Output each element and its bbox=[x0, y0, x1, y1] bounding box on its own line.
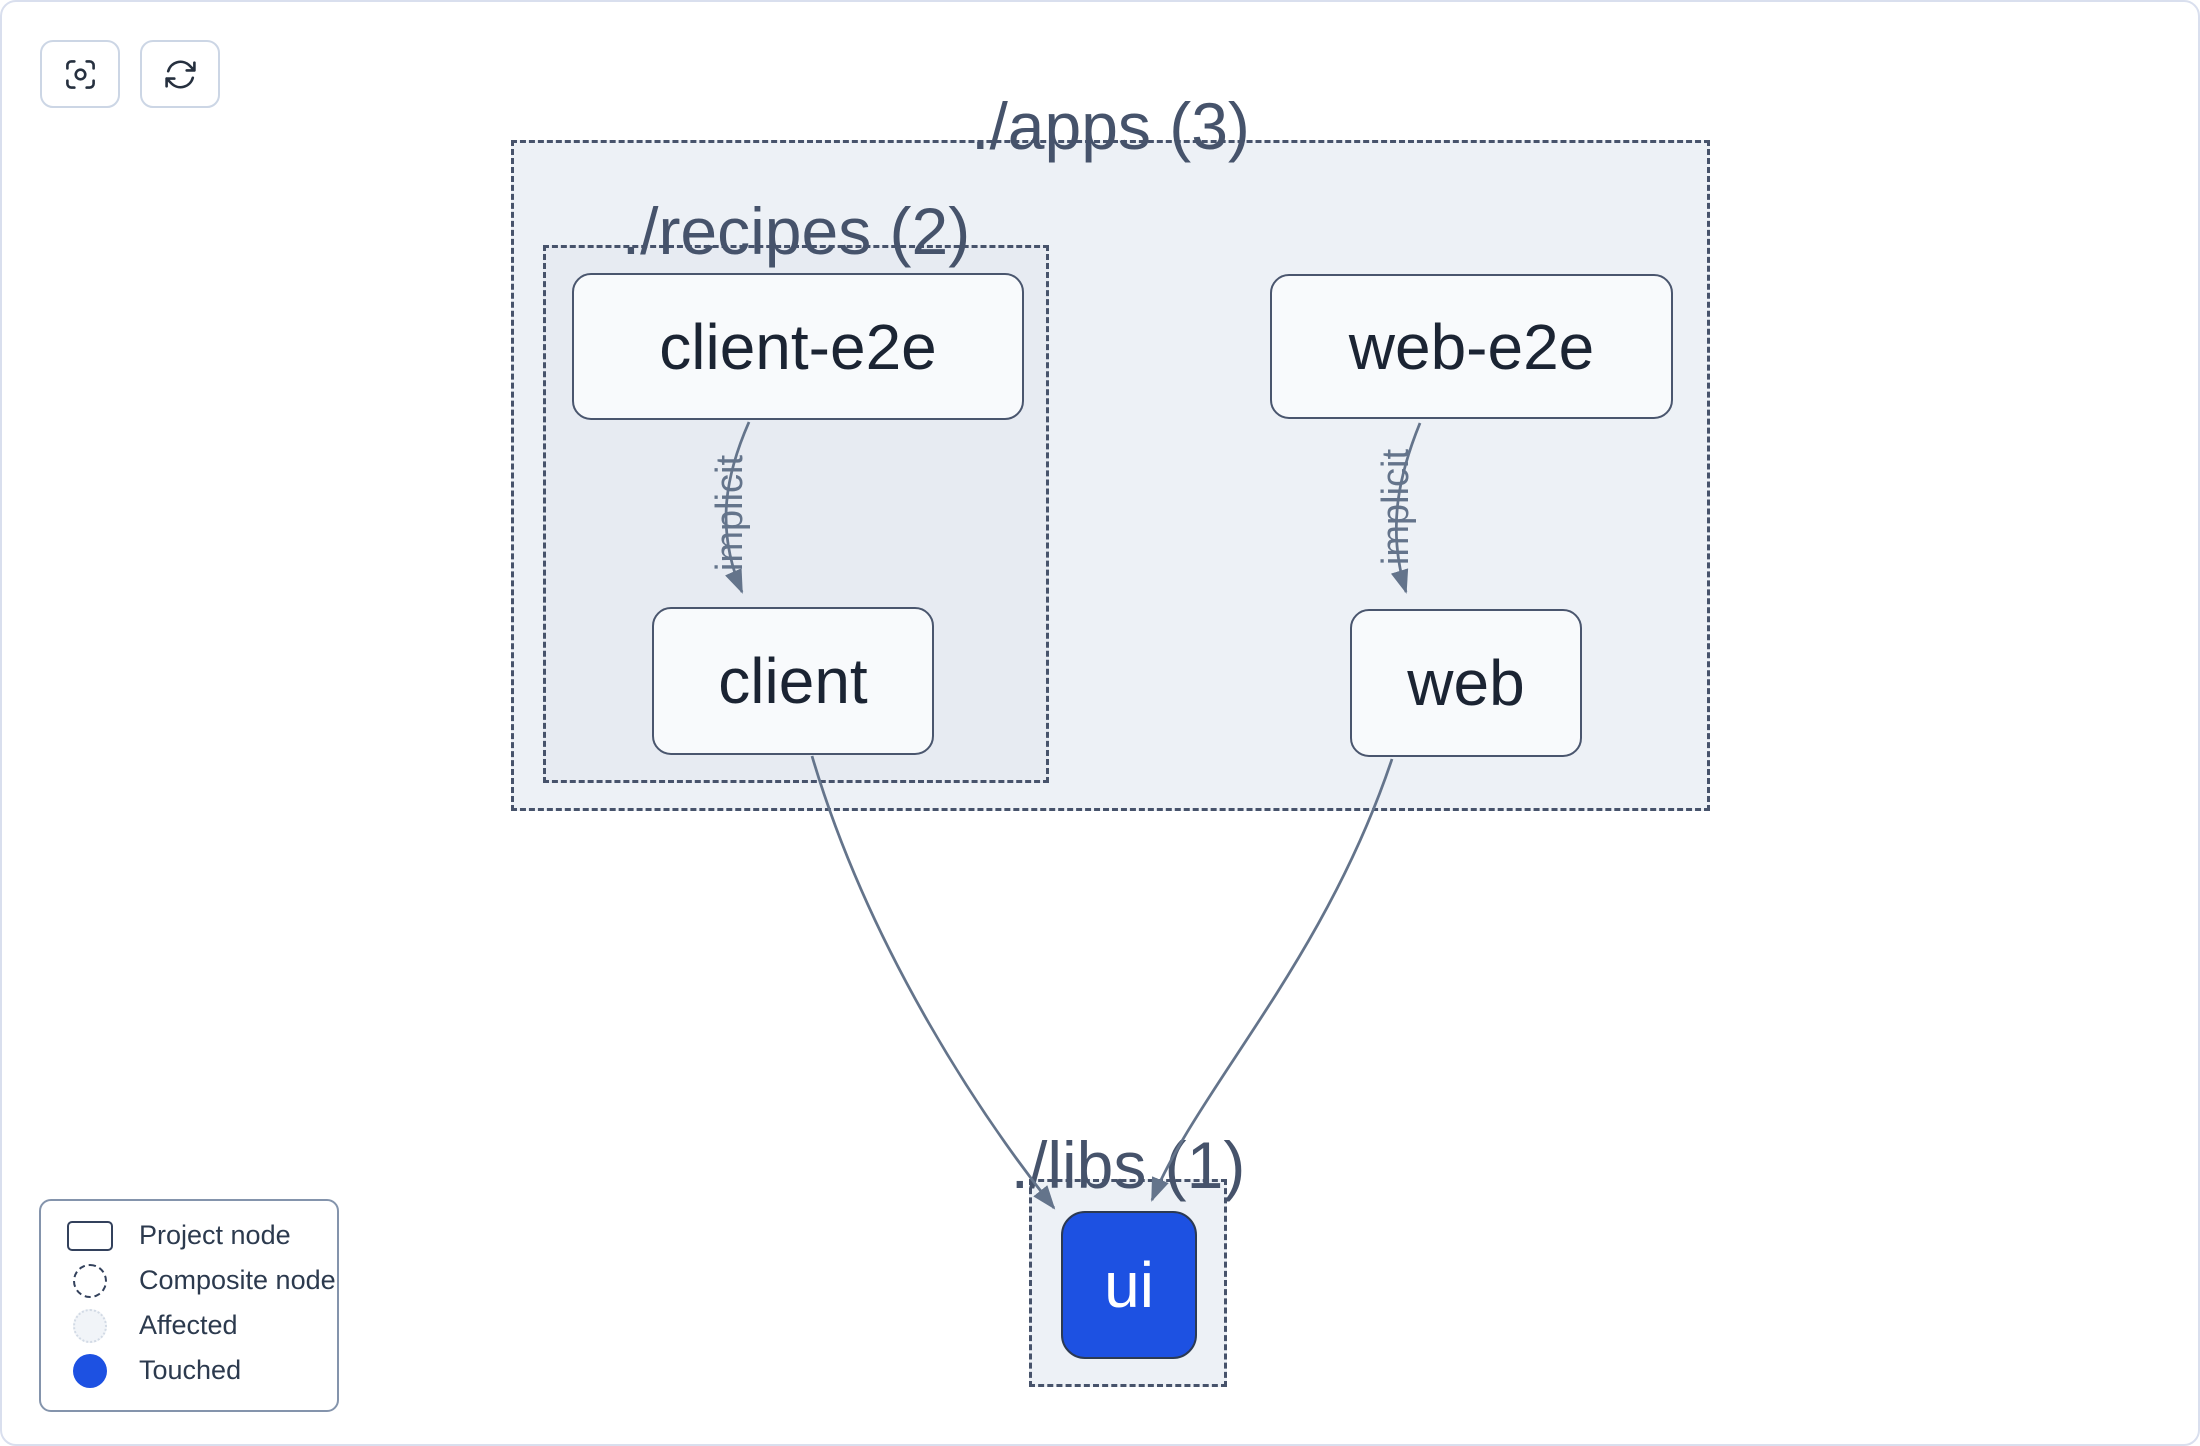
legend-label: Affected bbox=[139, 1310, 238, 1340]
group-libs-label: ./libs (1) bbox=[1010, 1128, 1246, 1202]
group-apps-label: ./apps (3) bbox=[971, 89, 1250, 163]
legend-item-touched: Touched bbox=[41, 1348, 337, 1393]
affected-swatch bbox=[73, 1308, 107, 1343]
legend: Project node Composite node Affected Tou… bbox=[39, 1199, 339, 1412]
center-graph-button[interactable] bbox=[40, 40, 120, 108]
refresh-icon bbox=[162, 56, 199, 93]
node-ui[interactable]: ui bbox=[1061, 1211, 1197, 1359]
legend-item-project-node: Project node bbox=[41, 1213, 337, 1258]
node-web-e2e[interactable]: web-e2e bbox=[1270, 274, 1673, 419]
group-recipes-label: ./recipes (2) bbox=[621, 194, 971, 268]
touched-swatch bbox=[73, 1353, 107, 1388]
refresh-graph-button[interactable] bbox=[140, 40, 220, 108]
scan-focus-icon bbox=[62, 56, 99, 93]
legend-label: Touched bbox=[139, 1355, 242, 1385]
legend-item-affected: Affected bbox=[41, 1303, 337, 1348]
node-web[interactable]: web bbox=[1350, 609, 1582, 757]
node-client[interactable]: client bbox=[652, 607, 934, 755]
composite-node-swatch bbox=[73, 1263, 107, 1298]
node-client-e2e[interactable]: client-e2e bbox=[572, 273, 1024, 420]
edge-web-to-ui[interactable] bbox=[1150, 758, 1394, 1202]
project-node-swatch bbox=[67, 1220, 113, 1251]
edge-client-e2e-to-client[interactable] bbox=[724, 421, 751, 594]
legend-item-composite-node: Composite node bbox=[41, 1258, 337, 1303]
edge-web-e2e-to-web[interactable] bbox=[1390, 422, 1422, 594]
edge-client-to-ui[interactable] bbox=[810, 755, 1056, 1210]
legend-label: Project node bbox=[139, 1220, 291, 1250]
legend-label: Composite node bbox=[139, 1265, 336, 1295]
